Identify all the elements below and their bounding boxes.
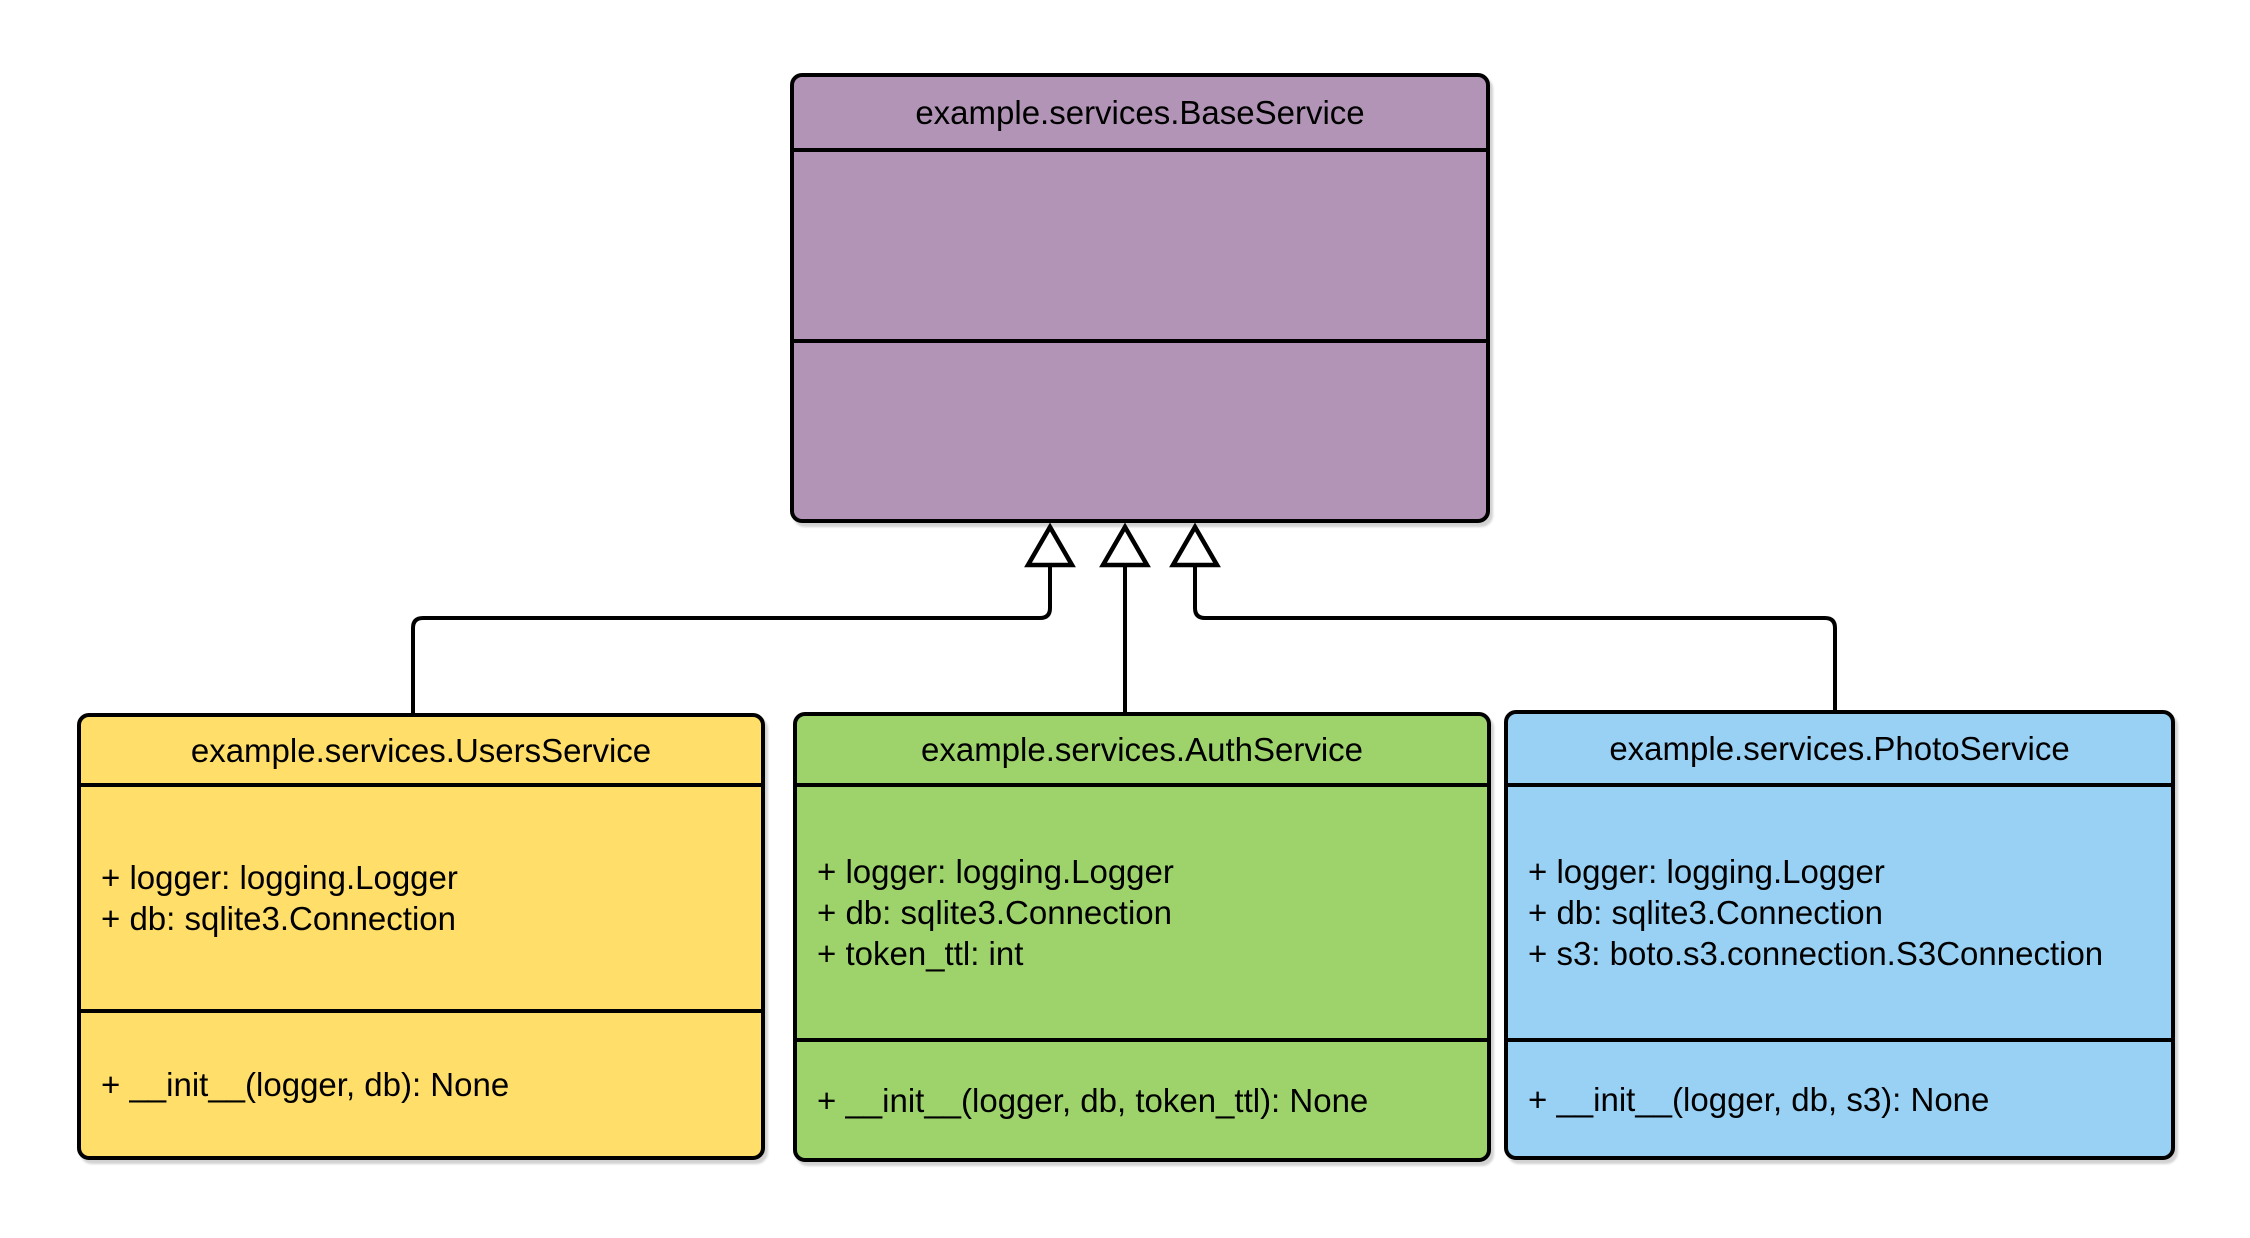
class-title: example.services.AuthService [920, 731, 1364, 768]
class-methods-compartment: + __init__(logger, db, token_ttl): None [797, 1038, 1487, 1158]
class-method: + __init__(logger, db, token_ttl): None [817, 1081, 1369, 1119]
inheritance-edge-auth-to-base[interactable] [1099, 522, 1151, 714]
class-methods-compartment: + __init__(logger, db): None [81, 1009, 761, 1156]
class-attribute: + logger: logging.Logger [1528, 853, 1885, 890]
class-attribute: + logger: logging.Logger [817, 853, 1174, 890]
class-node-photo-service[interactable]: example.services.PhotoService + logger: … [1504, 710, 2175, 1160]
inheritance-edge-users-to-base[interactable] [411, 522, 1076, 715]
class-attribute: + logger: logging.Logger [101, 859, 458, 896]
inheritance-edge-photo-to-base[interactable] [1169, 522, 1837, 712]
class-attribute: + s3: boto.s3.connection.S3Connection [1528, 935, 2104, 972]
class-attributes-compartment: + logger: logging.Logger + db: sqlite3.C… [797, 783, 1487, 1038]
class-node-auth-service[interactable]: example.services.AuthService + logger: l… [793, 712, 1491, 1162]
class-methods-compartment: + __init__(logger, db, s3): None [1508, 1038, 2171, 1156]
inheritance-triangle-icon [1099, 522, 1151, 568]
edge-line[interactable] [1193, 565, 1837, 712]
class-attribute: + db: sqlite3.Connection [101, 900, 456, 937]
inheritance-triangle-icon [1169, 522, 1221, 568]
edge-line[interactable] [411, 565, 1052, 715]
class-node-base-service[interactable]: example.services.BaseService [790, 73, 1490, 523]
class-title: example.services.PhotoService [1609, 730, 2070, 767]
class-attribute: + db: sqlite3.Connection [1528, 894, 1883, 931]
class-attributes-compartment: + logger: logging.Logger + db: sqlite3.C… [81, 783, 761, 1009]
class-method: + __init__(logger, db, s3): None [1528, 1080, 1990, 1118]
class-attribute: + token_ttl: int [817, 935, 1024, 972]
class-attribute: + db: sqlite3.Connection [817, 894, 1172, 931]
class-node-users-service[interactable]: example.services.UsersService + logger: … [77, 713, 765, 1160]
class-method: + __init__(logger, db): None [101, 1066, 510, 1103]
class-methods-compartment [794, 339, 1486, 519]
class-attributes-compartment [794, 148, 1486, 339]
class-attributes-compartment: + logger: logging.Logger + db: sqlite3.C… [1508, 783, 2171, 1038]
class-title: example.services.BaseService [915, 94, 1365, 131]
class-title: example.services.UsersService [190, 731, 652, 769]
inheritance-triangle-icon [1024, 522, 1076, 568]
